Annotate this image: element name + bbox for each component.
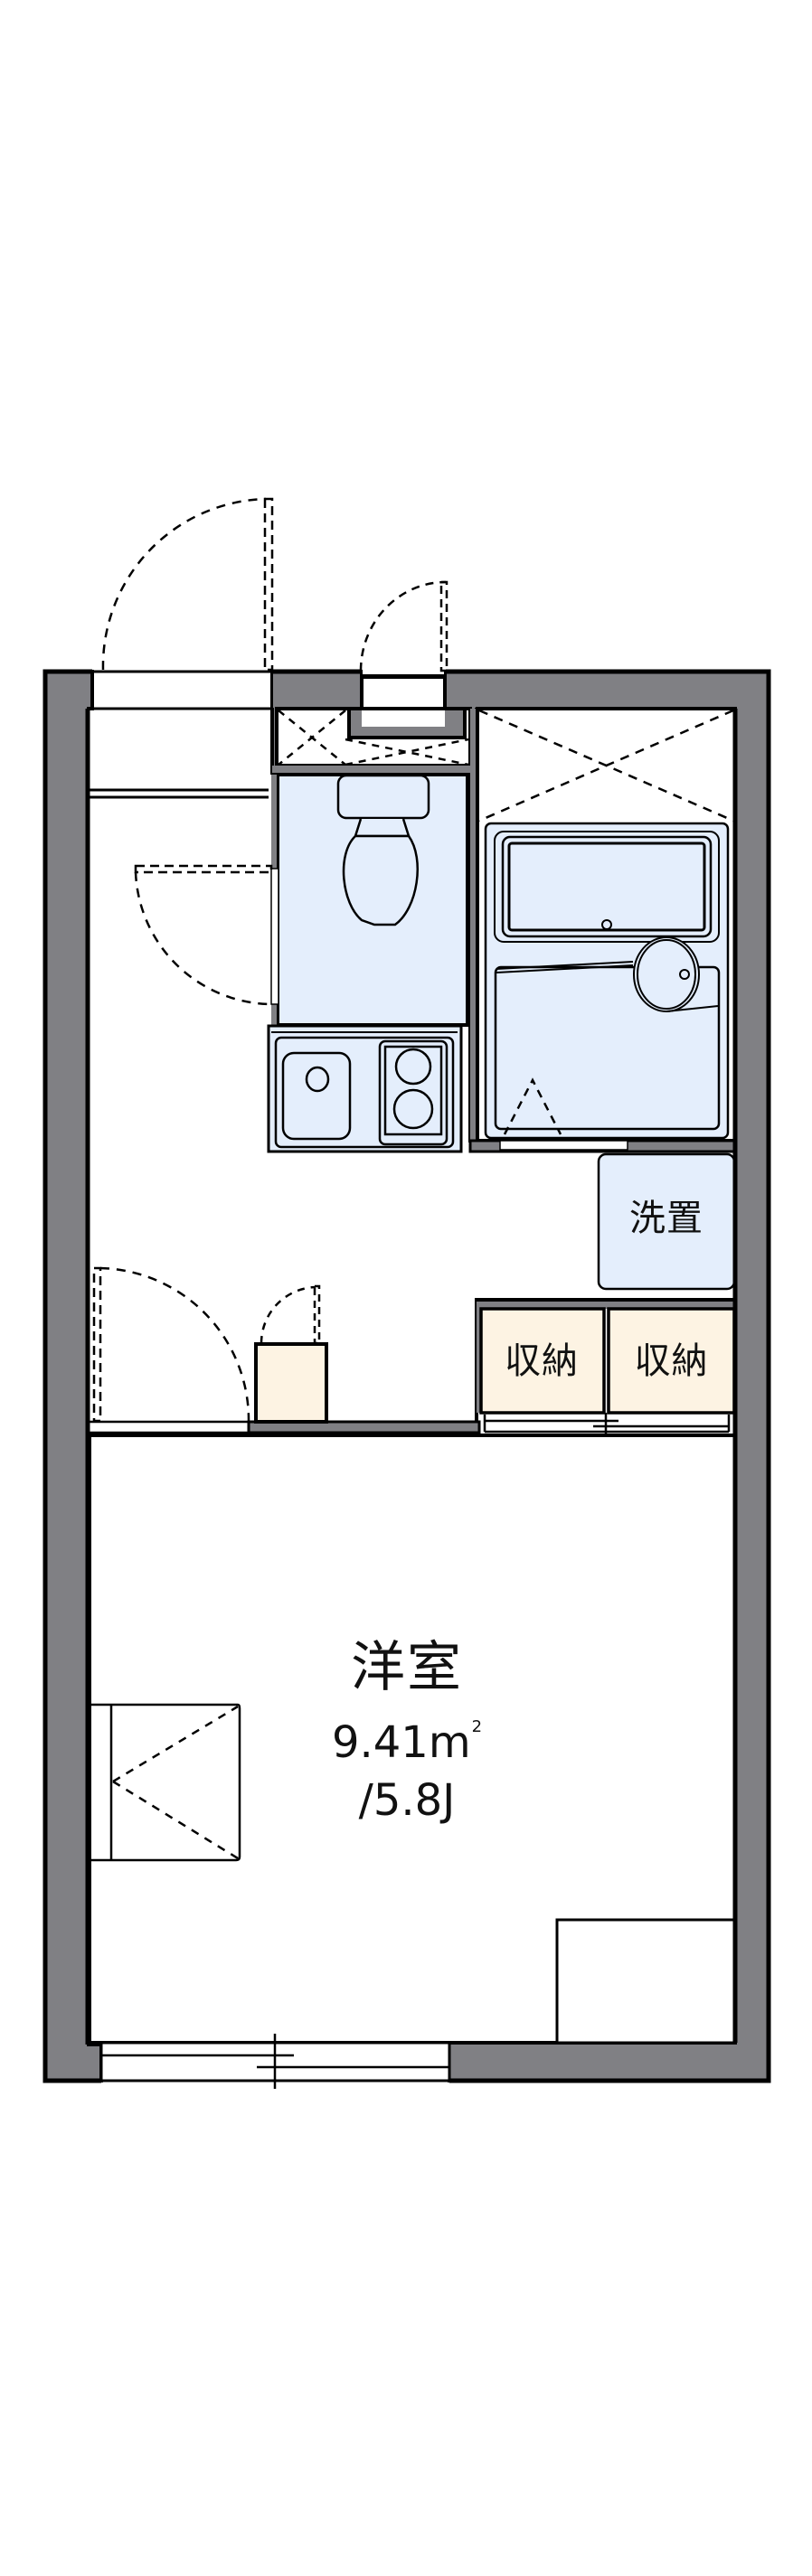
genkan-step [90, 788, 269, 799]
entrance-door[interactable] [88, 497, 274, 710]
storage-block [475, 1298, 736, 1437]
area-unit-sup: 2 [471, 1717, 483, 1736]
wall-bands [47, 673, 767, 2079]
storage-2-box [607, 1307, 736, 1415]
bath-x-mark [478, 709, 734, 823]
storage-1-box [479, 1307, 606, 1415]
corner-closet [555, 1918, 737, 2045]
bath-door-opening [499, 1140, 628, 1151]
outer-outline [42, 669, 771, 2083]
shoe-cabinet [254, 1284, 328, 1424]
unit-bath-icon [484, 822, 730, 1140]
washer-space-label: 洗置 [629, 1198, 703, 1239]
toilet-icon [336, 774, 430, 926]
hall-partition [90, 1420, 481, 1434]
storage-sliding-doors [483, 1413, 731, 1437]
bath-area [468, 707, 737, 1153]
area-value: 9.41m [331, 1717, 471, 1768]
storage-label-1: 収納 [505, 1340, 579, 1382]
toilet-door[interactable] [134, 864, 273, 1006]
bath-door [503, 1077, 562, 1135]
window [99, 2034, 451, 2089]
meter-box [359, 580, 448, 729]
sink-icon [281, 1051, 352, 1141]
main-room-name: 洋室 [351, 1636, 463, 1699]
utility-x-mark [278, 710, 469, 766]
wall-closet [90, 1703, 241, 1862]
room-door[interactable] [92, 1266, 250, 1423]
main-room-area: 9.41m2 [271, 1717, 543, 1765]
toilet-room [270, 773, 469, 1027]
kitchen-counter [267, 1024, 463, 1153]
main-room-tatami: /5.8J [358, 1775, 456, 1826]
storage-label-2: 収納 [634, 1340, 709, 1382]
stove-icon [378, 1039, 448, 1146]
